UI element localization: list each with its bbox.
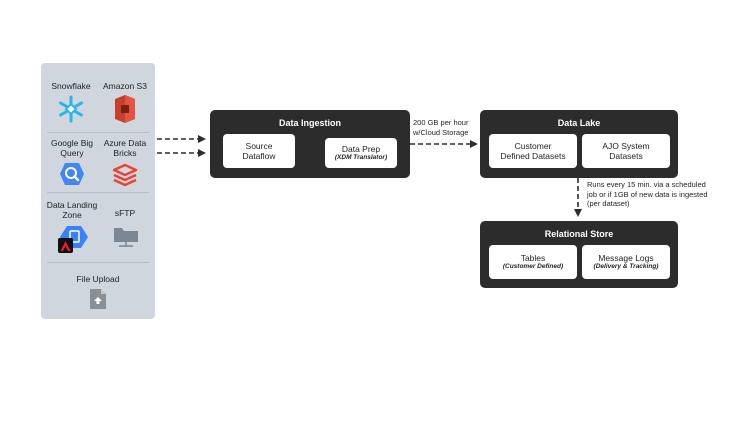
data-prep-sublabel: (XDM Translator)	[334, 154, 388, 161]
file-upload-icon	[89, 288, 107, 315]
schedule-note-line2: job or if 1GB of new data is ingested	[587, 189, 708, 199]
landing-zone-label-line1: Data Landing	[46, 200, 98, 210]
relational-store-box: Relational Store Tables (Customer Define…	[480, 221, 678, 288]
source-data-landing-zone: Data Landing Zone	[43, 200, 101, 220]
source-snowflake: Snowflake	[47, 81, 95, 91]
source-dataflow-label-line2: Dataflow	[242, 151, 276, 161]
amazon-s3-icon	[112, 94, 138, 129]
amazon-s3-label: Amazon S3	[103, 81, 147, 91]
data-ingestion-title: Data Ingestion	[278, 118, 341, 128]
tables-label: Tables	[520, 253, 546, 263]
databricks-icon	[112, 163, 138, 192]
schedule-note-line1: Runs every 15 min. via a scheduled	[587, 180, 706, 189]
data-sources-panel: Snowflake Amazon S3 Google Big Query	[41, 63, 155, 319]
throughput-note-line1: 200 GB per hour	[413, 118, 469, 127]
divider	[47, 192, 149, 193]
ajo-datasets-label-line2: Datasets	[609, 151, 643, 161]
data-prep-label: Data Prep	[341, 144, 381, 154]
bigquery-icon	[59, 162, 85, 191]
snowflake-label: Snowflake	[51, 81, 91, 91]
sftp-label: sFTP	[114, 208, 136, 218]
throughput-note: 200 GB per hour w/Cloud Storage	[413, 118, 479, 137]
snowflake-icon	[57, 95, 85, 128]
data-lake-title: Data Lake	[557, 118, 601, 128]
divider	[47, 262, 149, 263]
data-landing-zone-icon	[57, 223, 91, 260]
ajo-system-datasets-node: AJO System Datasets	[582, 134, 670, 168]
message-logs-node: Message Logs (Delivery & Tracking)	[582, 245, 670, 279]
sftp-folder-icon	[113, 224, 139, 253]
data-prep-node: Data Prep (XDM Translator)	[325, 138, 397, 168]
bigquery-label-line2: Query	[60, 148, 84, 158]
message-logs-sublabel: (Delivery & Tracking)	[593, 263, 659, 270]
source-dataflow-label-line1: Source	[245, 141, 273, 151]
source-azure-databricks: Azure Data Bricks	[99, 138, 151, 158]
message-logs-label: Message Logs	[598, 253, 654, 263]
databricks-label-line1: Azure Data	[103, 138, 147, 148]
source-google-bigquery: Google Big Query	[45, 138, 99, 158]
schedule-note-line3: (per dataset)	[587, 199, 630, 208]
data-ingestion-box: Data Ingestion Source Dataflow Data Prep…	[210, 110, 410, 178]
customer-datasets-label-line1: Customer	[514, 141, 552, 151]
landing-zone-label-line2: Zone	[62, 210, 82, 220]
source-file-upload: File Upload	[63, 274, 133, 284]
bigquery-label-line1: Google Big	[50, 138, 94, 148]
divider	[47, 132, 149, 133]
tables-sublabel: (Customer Defined)	[502, 263, 564, 270]
source-amazon-s3: Amazon S3	[99, 81, 151, 91]
schedule-note: Runs every 15 min. via a scheduled job o…	[587, 180, 727, 209]
throughput-note-line2: w/Cloud Storage	[413, 127, 469, 137]
source-dataflow-node: Source Dataflow	[223, 134, 295, 168]
ajo-datasets-label-line1: AJO System	[602, 141, 650, 151]
customer-defined-datasets-node: Customer Defined Datasets	[489, 134, 577, 168]
source-sftp: sFTP	[101, 208, 149, 218]
databricks-label-line2: Bricks	[113, 148, 137, 158]
data-lake-box: Data Lake Customer Defined Datasets AJO …	[480, 110, 678, 178]
tables-node: Tables (Customer Defined)	[489, 245, 577, 279]
relational-store-title: Relational Store	[544, 229, 614, 239]
customer-datasets-label-line2: Defined Datasets	[500, 151, 566, 161]
file-upload-label: File Upload	[76, 274, 120, 284]
